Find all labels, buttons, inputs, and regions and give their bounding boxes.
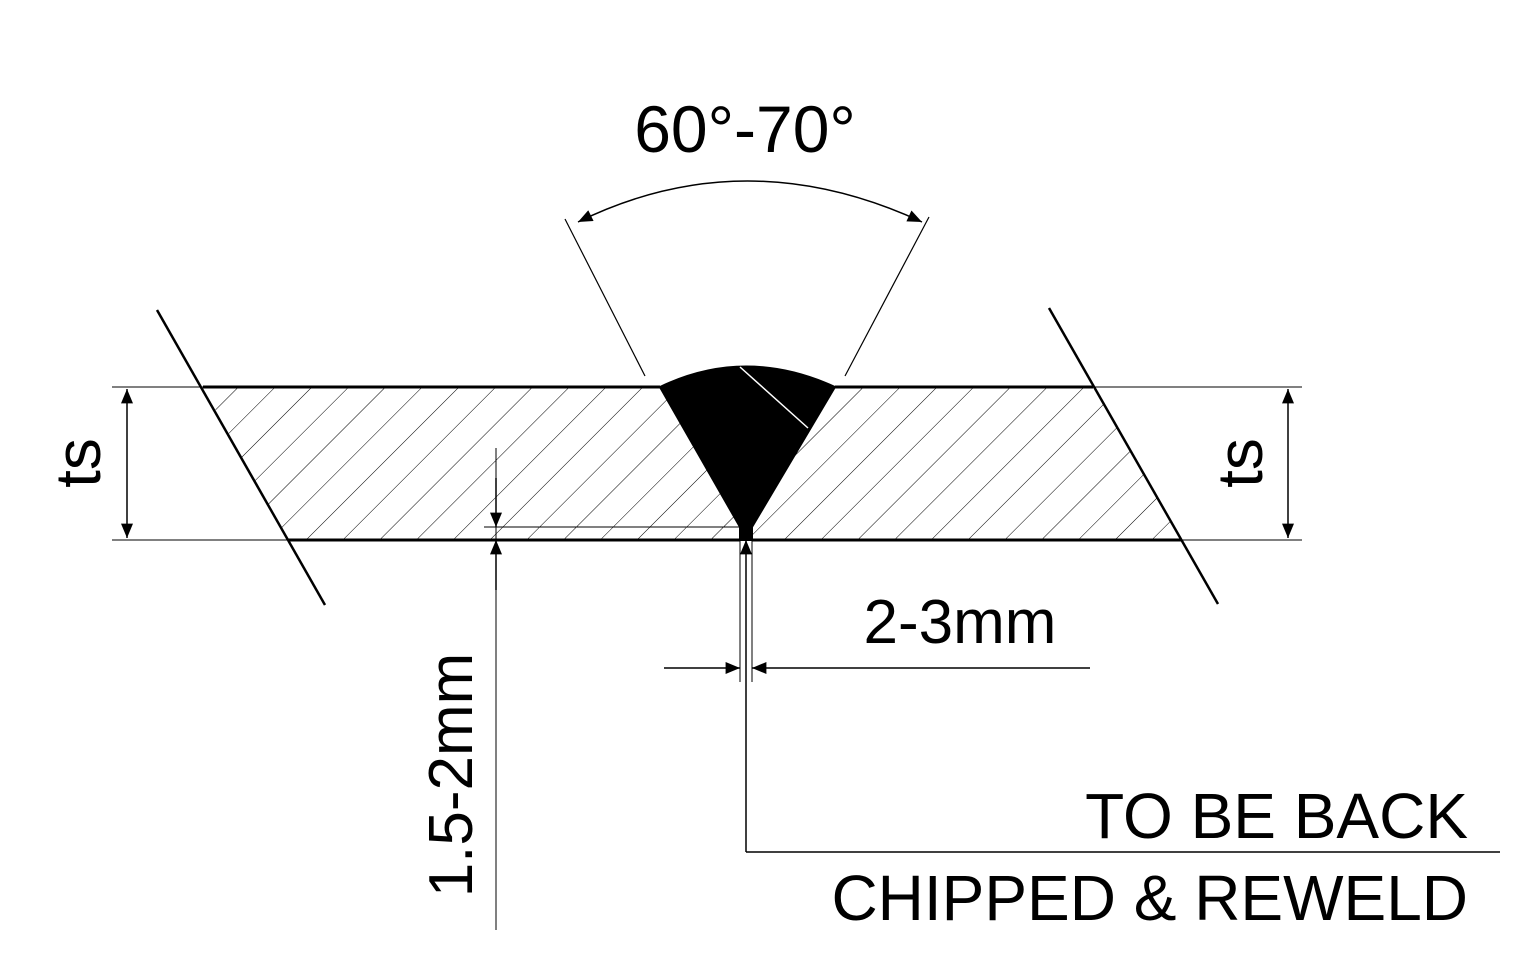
- groove-angle-label: 60°-70°: [634, 92, 856, 166]
- weld-bead: [658, 365, 837, 541]
- left-break-line: [155, 309, 327, 606]
- angle-extension-left: [564, 218, 646, 377]
- left-plate: [203, 387, 740, 540]
- angle-extension-right: [844, 216, 930, 377]
- root-gap-label: 2-3mm: [864, 588, 1057, 657]
- note-line-1: TO BE BACK: [1085, 780, 1468, 852]
- right-plate: [752, 387, 1182, 540]
- note-line-2: CHIPPED & REWELD: [831, 862, 1468, 934]
- root-face-label: 1.5-2mm: [417, 653, 486, 898]
- weld-pass-line: [739, 366, 809, 429]
- right-break-line: [1047, 307, 1220, 605]
- groove-angle-arc: [577, 180, 923, 223]
- left-thickness-label: ts: [42, 438, 114, 488]
- right-thickness-label: ts: [1204, 438, 1276, 488]
